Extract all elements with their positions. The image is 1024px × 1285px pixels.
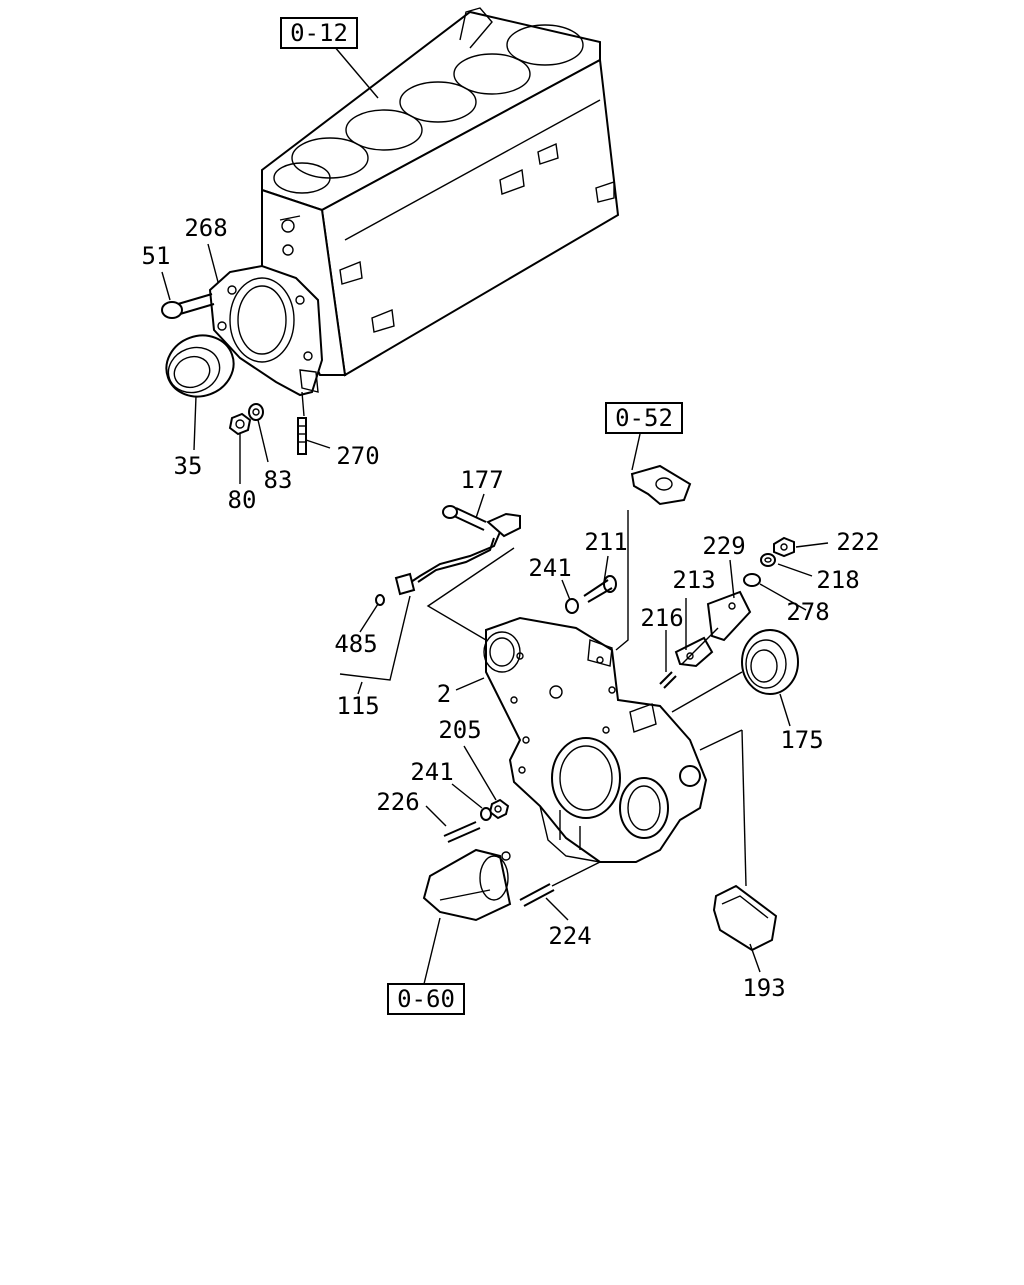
label-278: 278 <box>786 598 829 626</box>
label-241-upper: 241 <box>528 554 571 582</box>
ref-label-0-60: 0-60 <box>397 985 455 1013</box>
nut-205 <box>488 798 510 820</box>
label-80: 80 <box>228 486 257 514</box>
oil-seal-35 <box>165 334 235 398</box>
bracket-0-52 <box>630 464 692 506</box>
sensor-assembly <box>375 505 521 606</box>
label-177: 177 <box>460 466 503 494</box>
stud-224 <box>519 883 555 907</box>
label-229: 229 <box>702 532 745 560</box>
label-211: 211 <box>584 528 627 556</box>
washer-218 <box>760 553 776 567</box>
washer-241-lower <box>480 807 492 821</box>
rear-oil-seal-retainer <box>208 264 324 397</box>
label-115: 115 <box>336 692 379 720</box>
oil-seal-175 <box>741 629 799 695</box>
label-51: 51 <box>142 242 171 270</box>
pin-216 <box>659 671 677 689</box>
cover-193 <box>712 884 778 952</box>
timing-gear-case <box>483 616 708 863</box>
label-213: 213 <box>672 566 715 594</box>
label-226: 226 <box>376 788 419 816</box>
washer-241-upper <box>565 598 579 614</box>
ref-label-0-52: 0-52 <box>615 404 673 432</box>
label-268: 268 <box>184 214 227 242</box>
ref-box-0-52: 0-52 <box>605 402 683 434</box>
label-241-lower: 241 <box>410 758 453 786</box>
label-35: 35 <box>174 452 203 480</box>
label-2: 2 <box>437 680 451 708</box>
label-218: 218 <box>816 566 859 594</box>
label-205: 205 <box>438 716 481 744</box>
ref-box-0-12: 0-12 <box>280 17 358 49</box>
part-labels: 268 51 35 80 83 270 177 211 241 229 222 … <box>142 214 880 1002</box>
label-224: 224 <box>548 922 591 950</box>
nut-222 <box>773 536 795 558</box>
ref-box-0-60: 0-60 <box>387 983 465 1015</box>
stud-226 <box>443 821 481 843</box>
label-270: 270 <box>336 442 379 470</box>
label-175: 175 <box>780 726 823 754</box>
label-222: 222 <box>836 528 879 556</box>
nut-80 <box>228 412 252 436</box>
cover-0-60 <box>422 848 512 922</box>
stud-270 <box>297 417 307 455</box>
label-83: 83 <box>264 466 293 494</box>
leader-lines <box>161 45 829 985</box>
label-485: 485 <box>334 630 377 658</box>
bolt-51 <box>161 293 215 319</box>
ref-label-0-12: 0-12 <box>290 19 348 47</box>
washer-278 <box>743 573 761 587</box>
washer-83 <box>248 403 264 421</box>
label-216: 216 <box>640 604 683 632</box>
bolt-211 <box>583 575 617 603</box>
engine-block <box>261 7 620 377</box>
bracket-229 <box>706 590 752 642</box>
label-193: 193 <box>742 974 785 1002</box>
